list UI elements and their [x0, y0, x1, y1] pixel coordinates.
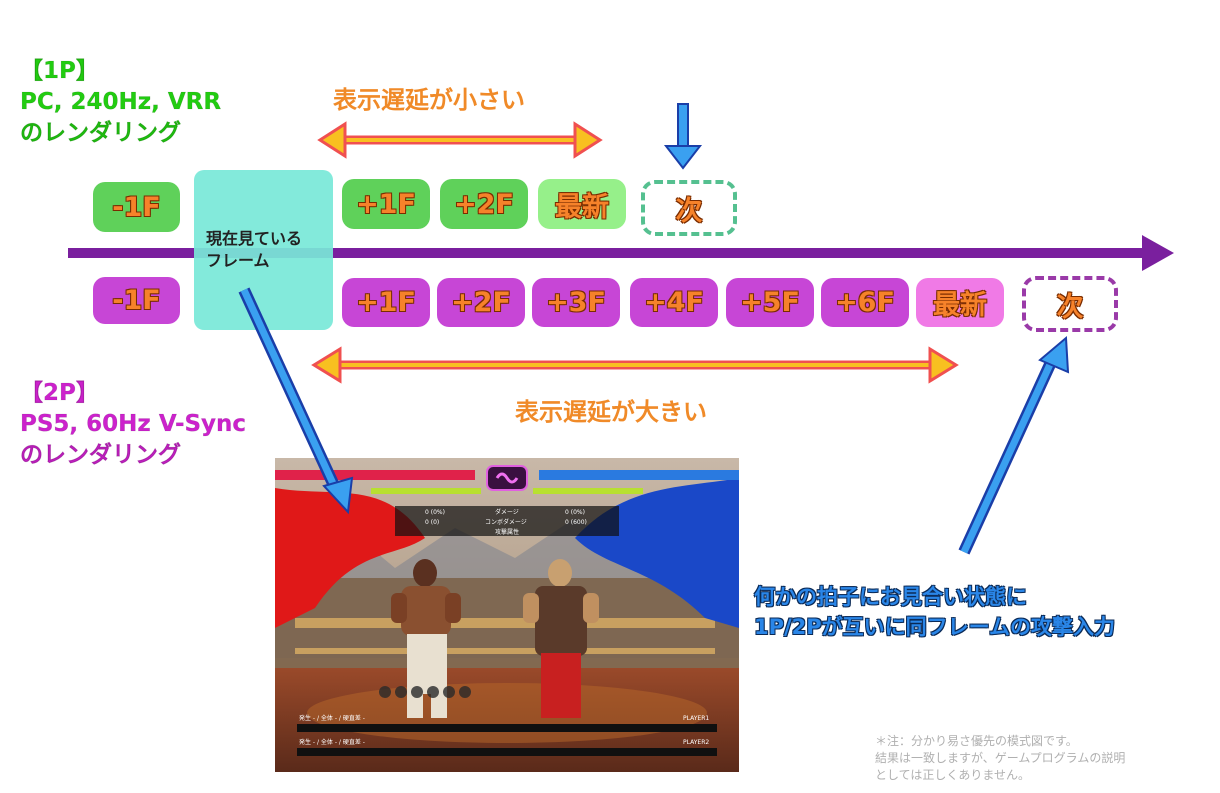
- note-line-2: 結果は一致しますが、ゲームプログラムの説明: [875, 751, 1126, 765]
- small-delay-label: 表示遅延が小さい: [333, 86, 525, 114]
- hud-attack-attr-label: 攻撃属性: [495, 528, 519, 536]
- hud-player1-row: PLAYER1: [683, 715, 709, 722]
- hud-player2-row: PLAYER2: [683, 739, 709, 746]
- note-line-1: ＊注：分かり易さ優先の模式図です。: [875, 734, 1078, 748]
- diagram-note: ＊注：分かり易さ優先の模式図です。 結果は一致しますが、ゲームプログラムの説明 …: [875, 733, 1125, 784]
- hud-p2-combo: 0 (600): [565, 519, 587, 526]
- row2-frame-plus6: +6F: [821, 278, 909, 327]
- large-delay-double-arrow: [311, 346, 959, 384]
- row2-frame-plus5: +5F: [726, 278, 814, 327]
- large-delay-label: 表示遅延が大きい: [515, 398, 707, 426]
- player1-render: のレンダリング: [20, 120, 182, 147]
- current-frame-label: 現在見ている フレーム: [206, 229, 303, 270]
- hud-frame-label-1: 発生 - / 全体 - / 硬直差 -: [299, 714, 365, 722]
- row2-frame-plus3: +3F: [532, 278, 620, 327]
- current-frame-to-game-arrow: [238, 287, 354, 515]
- current-frame-highlight: 現在見ている フレーム: [194, 170, 333, 330]
- simultaneous-input-caption: 何かの拍子にお見合い状態に 1P/2Pが互いに同フレームの攻撃入力: [754, 582, 1115, 642]
- row1-frame-plus2: +2F: [440, 179, 528, 229]
- game-screenshot: 0 (0%) ダメージ 0 (0%) 0 (0) コンボダメージ 0 (600)…: [275, 458, 739, 772]
- player1-tag: 【1P】: [20, 58, 99, 85]
- hud-damage-label: ダメージ: [495, 508, 519, 516]
- row1-next-frame: 次: [641, 180, 737, 236]
- player2-tag: 【2P】: [20, 380, 99, 407]
- row2-frame-plus2: +2F: [437, 278, 525, 327]
- hud-p1-damage: 0 (0%): [425, 509, 445, 516]
- player1-title: 【1P】 PC, 240Hz, VRR のレンダリング: [20, 56, 222, 149]
- caption-to-next-arrow: [958, 335, 1070, 555]
- caption-line-2: 1P/2Pが互いに同フレームの攻撃入力: [754, 615, 1116, 639]
- fighter-right: [523, 559, 599, 718]
- row2-prev-frame: -1F: [93, 277, 180, 324]
- row1-frame-plus1: +1F: [342, 179, 430, 229]
- row2-next-frame: 次: [1022, 276, 1118, 332]
- row1-latest-frame: 最新: [538, 179, 626, 229]
- row2-frame-plus1: +1F: [342, 278, 430, 327]
- row2-frame-plus4: +4F: [630, 278, 718, 327]
- player2-title: 【2P】 PS5, 60Hz V-Sync のレンダリング: [20, 378, 247, 471]
- hud-combo-damage-label: コンボダメージ: [485, 518, 527, 526]
- hud-p2-damage: 0 (0%): [565, 509, 585, 516]
- next-input-down-arrow: [663, 103, 703, 170]
- small-delay-double-arrow: [317, 121, 603, 159]
- caption-line-1: 何かの拍子にお見合い状態に: [754, 585, 1027, 609]
- note-line-3: としては正しくありません。: [875, 768, 1031, 782]
- row1-prev-frame: -1F: [93, 182, 180, 232]
- hud-frame-label-2: 発生 - / 全体 - / 硬直差 -: [299, 738, 365, 746]
- player2-spec: PS5, 60Hz V-Sync: [20, 411, 247, 438]
- player2-render: のレンダリング: [20, 442, 182, 469]
- player1-spec: PC, 240Hz, VRR: [20, 89, 222, 116]
- hud-p1-combo: 0 (0): [425, 519, 439, 526]
- row2-latest-frame: 最新: [916, 278, 1004, 327]
